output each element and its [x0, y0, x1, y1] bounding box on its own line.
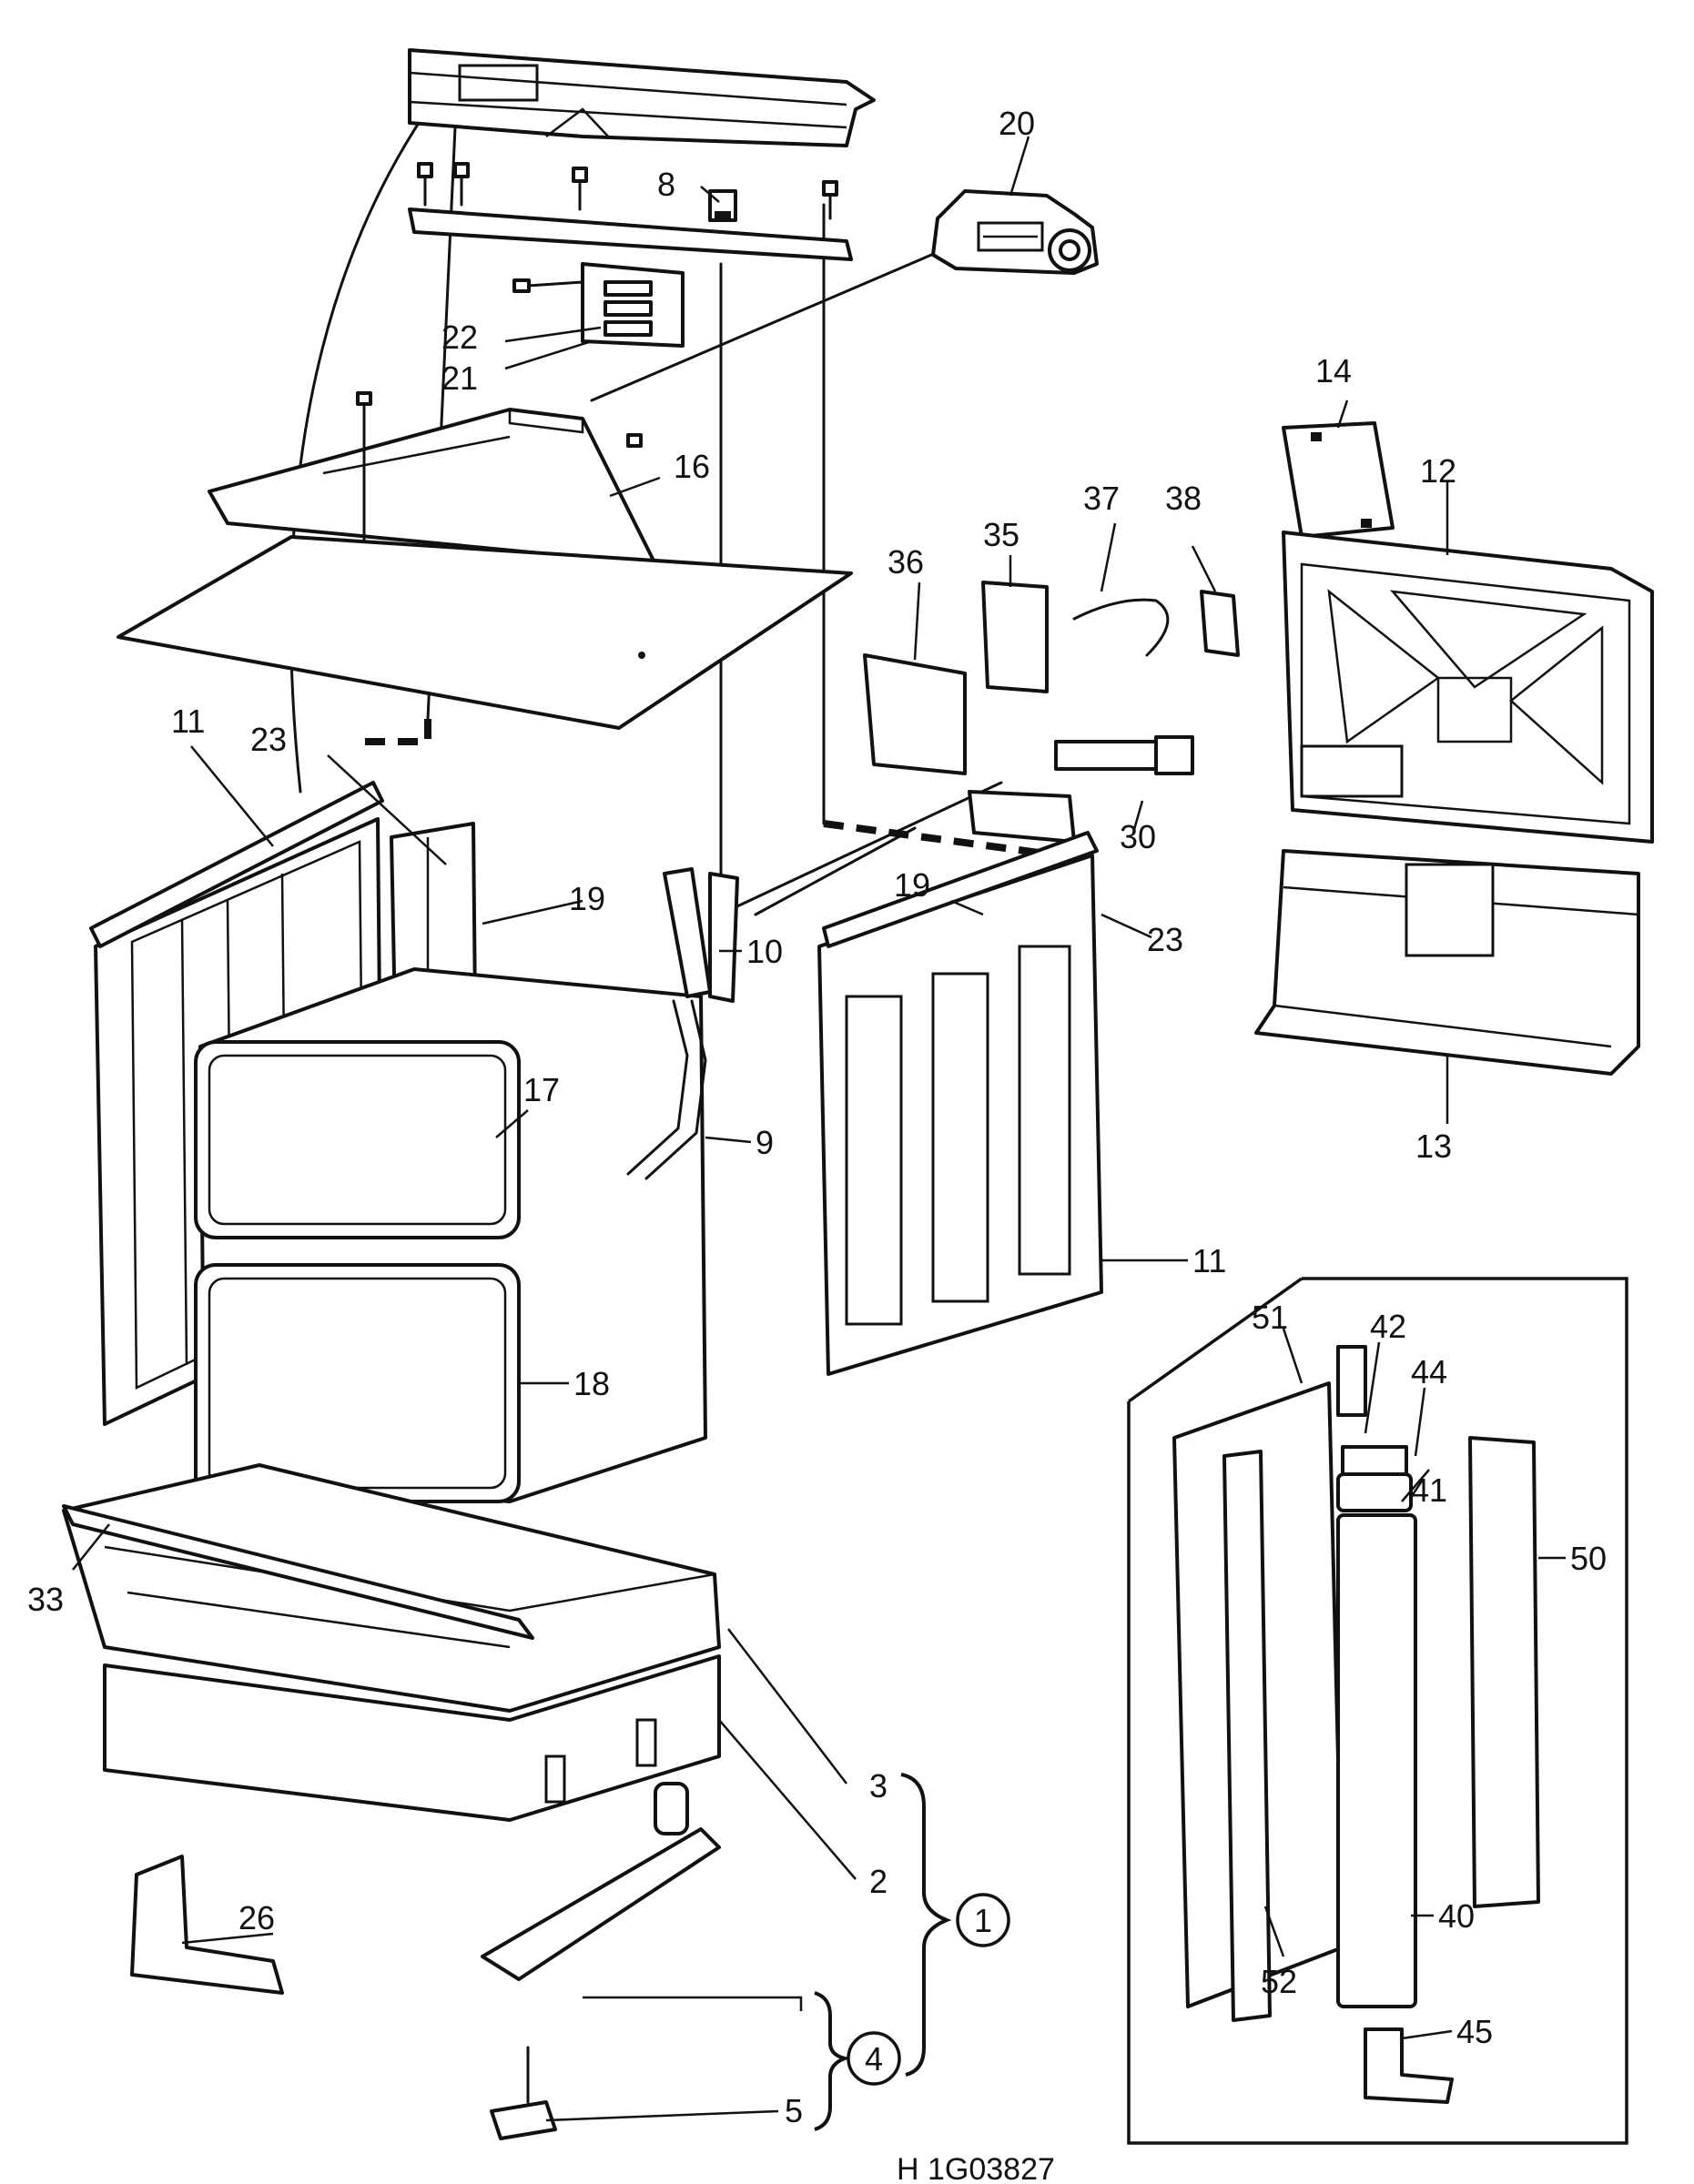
label-42: 42	[1370, 1308, 1406, 1345]
drawing-code: H 1G03827	[897, 2152, 1055, 2184]
label-11-left: 11	[171, 703, 205, 740]
label-52: 52	[1261, 1963, 1297, 2000]
callout-labels: 20 8 22 21 16 14 12 37 38 35 36 11 23 19…	[27, 105, 1607, 2184]
fixing-plate	[408, 162, 853, 261]
label-50: 50	[1570, 1540, 1607, 1577]
label-26: 26	[238, 1899, 275, 1936]
label-17: 17	[523, 1071, 560, 1108]
control-components	[863, 581, 1240, 844]
label-14: 14	[1315, 352, 1352, 389]
label-19-left: 19	[569, 880, 605, 917]
label-11-right: 11	[1192, 1242, 1226, 1279]
label-30: 30	[1120, 818, 1156, 855]
caster-assembly	[481, 1782, 721, 2140]
label-21: 21	[441, 359, 478, 397]
label-33: 33	[27, 1581, 64, 1618]
label-10: 10	[746, 933, 783, 970]
rear-panel-12	[1282, 531, 1654, 844]
cabinet-body	[194, 967, 707, 1503]
label-19-right: 19	[894, 866, 930, 904]
label-23-right: 23	[1147, 921, 1183, 958]
label-13: 13	[1415, 1127, 1452, 1165]
label-3: 3	[869, 1767, 888, 1805]
motor-unit	[931, 189, 1099, 275]
corner-bracket	[130, 1855, 284, 1995]
callout-circle-4	[847, 2031, 901, 2086]
leader-lines	[72, 136, 1566, 2122]
label-5: 5	[785, 2092, 803, 2129]
label-23-left: 23	[250, 721, 287, 758]
label-41: 41	[1411, 1471, 1447, 1509]
label-9: 9	[756, 1124, 774, 1161]
label-18: 18	[573, 1365, 610, 1402]
label-20: 20	[999, 105, 1035, 142]
label-36: 36	[888, 543, 924, 581]
right-side-panel	[817, 831, 1103, 1376]
label-45: 45	[1456, 2013, 1493, 2050]
label-51: 51	[1252, 1299, 1288, 1336]
label-37: 37	[1083, 480, 1120, 517]
top-rail	[408, 48, 876, 147]
label-38: 38	[1165, 480, 1202, 517]
label-8: 8	[657, 166, 675, 203]
base-frame	[62, 1463, 721, 1822]
screw-icon	[417, 162, 838, 220]
callout-circle-1	[956, 1893, 1010, 1947]
switch-block	[512, 262, 685, 348]
label-22: 22	[441, 318, 478, 356]
label-35: 35	[983, 516, 1019, 553]
label-1: 1	[974, 1902, 992, 1939]
support-frame	[626, 867, 739, 1180]
label-2: 2	[869, 1863, 888, 1900]
label-40: 40	[1438, 1897, 1475, 1935]
label-44: 44	[1411, 1353, 1447, 1390]
label-4: 4	[865, 2040, 883, 2078]
panel-14	[1282, 421, 1395, 539]
label-12: 12	[1420, 452, 1456, 490]
label-16: 16	[674, 448, 710, 485]
top-bracket	[208, 391, 657, 566]
lower-panel-13	[1254, 849, 1640, 1076]
top-plate	[117, 535, 853, 730]
inset-door-parts	[1127, 1277, 1628, 2145]
assembly-brackets	[814, 1773, 952, 2131]
